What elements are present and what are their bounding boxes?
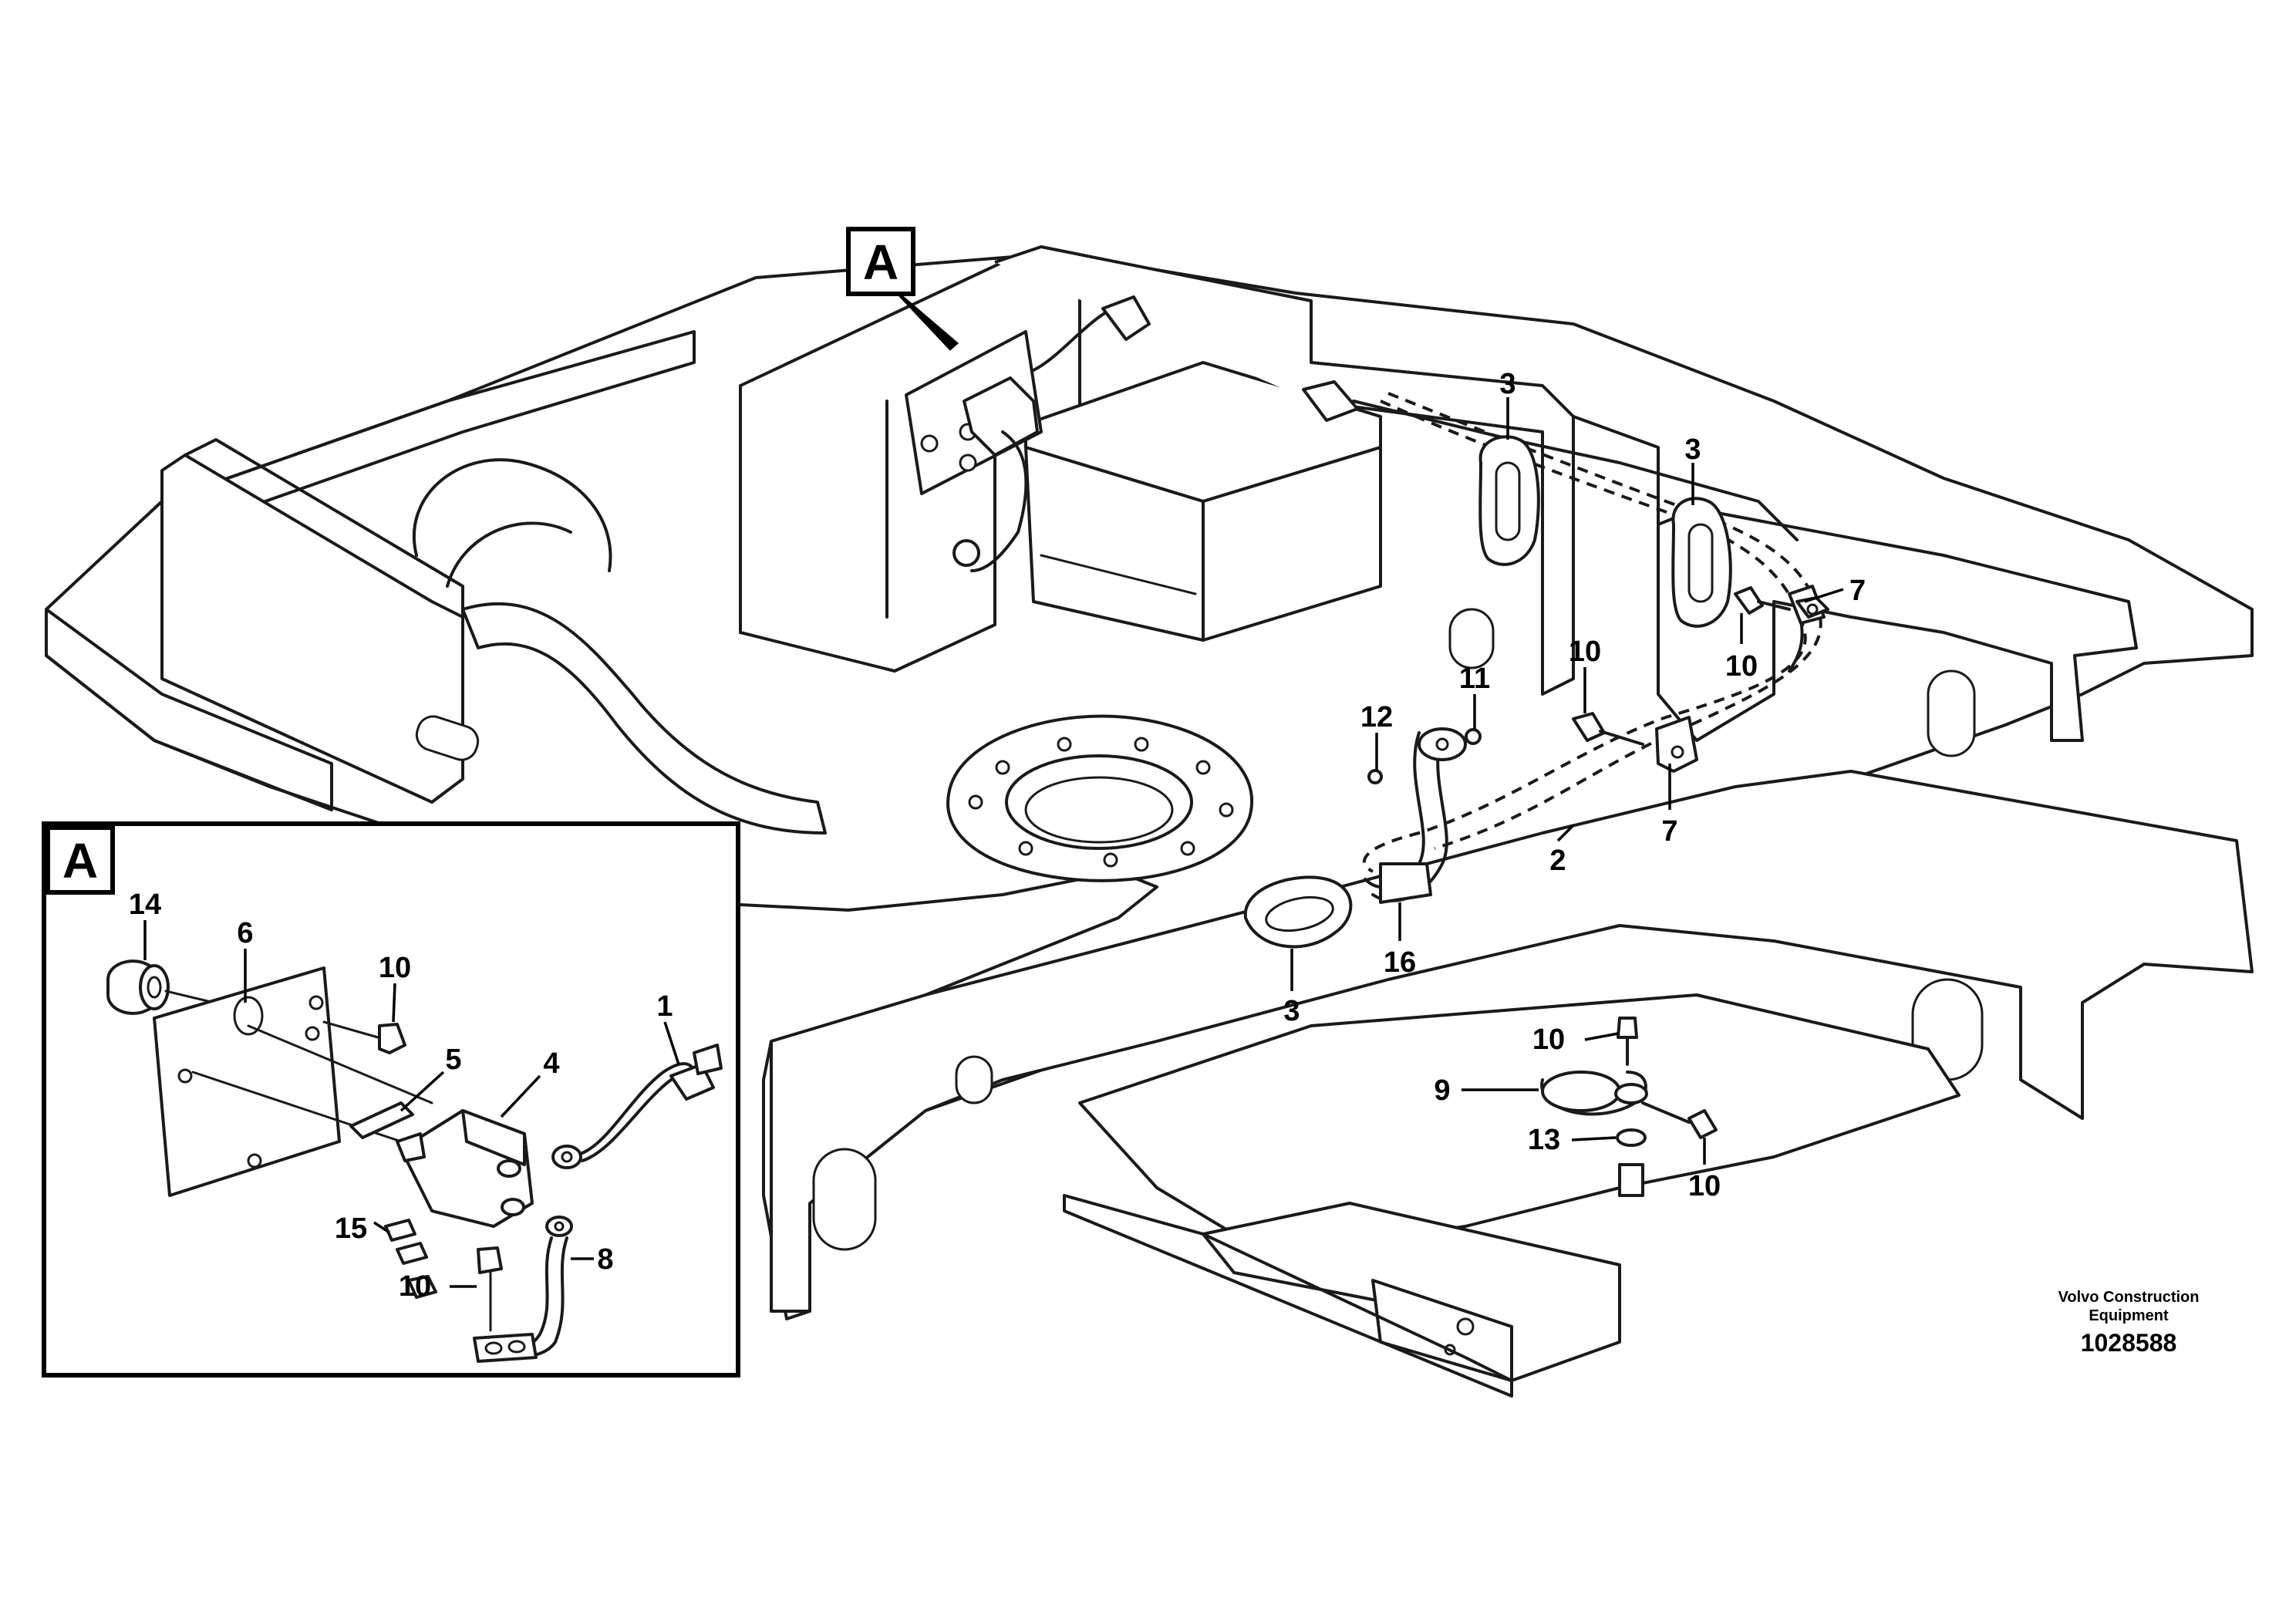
spacer (1618, 1163, 1644, 1197)
view-marker-a: A (846, 227, 959, 351)
wall-hole (1448, 608, 1495, 669)
bracket-5 (349, 1101, 426, 1162)
master-switch-main (905, 295, 1151, 572)
callout-10: 10 (379, 952, 411, 984)
base-beam-hole (955, 1055, 993, 1104)
company-name-line2: Equipment (2089, 1307, 2169, 1324)
callout-10: 10 (1569, 636, 1601, 668)
washer-12 (1367, 769, 1383, 784)
grommet-loose (1243, 875, 1353, 949)
battery (1024, 361, 1382, 642)
callout-12: 12 (1360, 701, 1393, 733)
bolt-detail-10a (322, 1020, 406, 1054)
ground-strap-16 (1364, 727, 1467, 904)
bolt-main-b (1572, 712, 1644, 746)
slot-hole (415, 715, 480, 761)
callout-10: 10 (1688, 1170, 1721, 1202)
callout-16: 16 (1384, 946, 1416, 979)
callout-6: 6 (237, 917, 253, 949)
plate-6 (153, 966, 341, 1197)
bolt-main-a (1734, 586, 1791, 615)
callout-5: 5 (445, 1044, 461, 1076)
screw-15 (384, 1219, 437, 1299)
main-frame-drawing (45, 245, 2254, 1398)
callout-13: 13 (1528, 1124, 1560, 1156)
callout-3: 3 (1499, 368, 1515, 400)
callout-11: 11 (1459, 663, 1490, 695)
bolt-detail-10b (477, 1246, 503, 1332)
callout-10: 10 (1725, 650, 1758, 683)
detail-view-a: A (42, 821, 740, 1378)
callout-10: 10 (399, 1270, 431, 1303)
main-callouts: 3 3 3 7 7 10 10 10 10 11 12 2 16 9 13 (1283, 368, 1866, 1202)
grommet-upper-right (1671, 497, 1732, 628)
callout-2: 2 (1549, 845, 1566, 877)
drawing-number: 1028588 (2081, 1329, 2177, 1357)
master-switch-4 (400, 1109, 534, 1228)
company-name-line1: Volvo Construction (2058, 1289, 2200, 1306)
grommet-upper-left (1478, 435, 1540, 566)
right-arm-slot (1927, 669, 1976, 757)
callout-7: 7 (1661, 815, 1677, 848)
base-beam-cutout (812, 1148, 877, 1251)
callout-10: 10 (1532, 1023, 1565, 1056)
bushing-14 (106, 959, 170, 1015)
callout-3: 3 (1283, 995, 1300, 1027)
callout-14: 14 (129, 889, 161, 921)
callout-3: 3 (1684, 433, 1701, 466)
washer-13 (1616, 1128, 1647, 1147)
callout-15: 15 (335, 1212, 367, 1245)
strap-8 (473, 1216, 573, 1363)
callout-7: 7 (1849, 575, 1866, 607)
clip-lower (1655, 716, 1698, 773)
callout-8: 8 (597, 1243, 613, 1276)
cable-1 (551, 1044, 723, 1169)
callout-1: 1 (656, 990, 673, 1023)
callout-9: 9 (1434, 1074, 1450, 1107)
ground-strap-9 (1540, 1071, 1648, 1116)
bolt-11 (1465, 728, 1482, 745)
callout-4: 4 (543, 1047, 559, 1080)
view-marker-letter: A (863, 234, 899, 290)
detail-box-letter: A (62, 833, 98, 889)
swing-bearing (946, 714, 1254, 882)
bolt-lower-b (1641, 1101, 1718, 1139)
bolt-lower-a (1617, 1017, 1638, 1066)
title-block: Volvo Construction Equipment 1028588 (2058, 1289, 2200, 1357)
